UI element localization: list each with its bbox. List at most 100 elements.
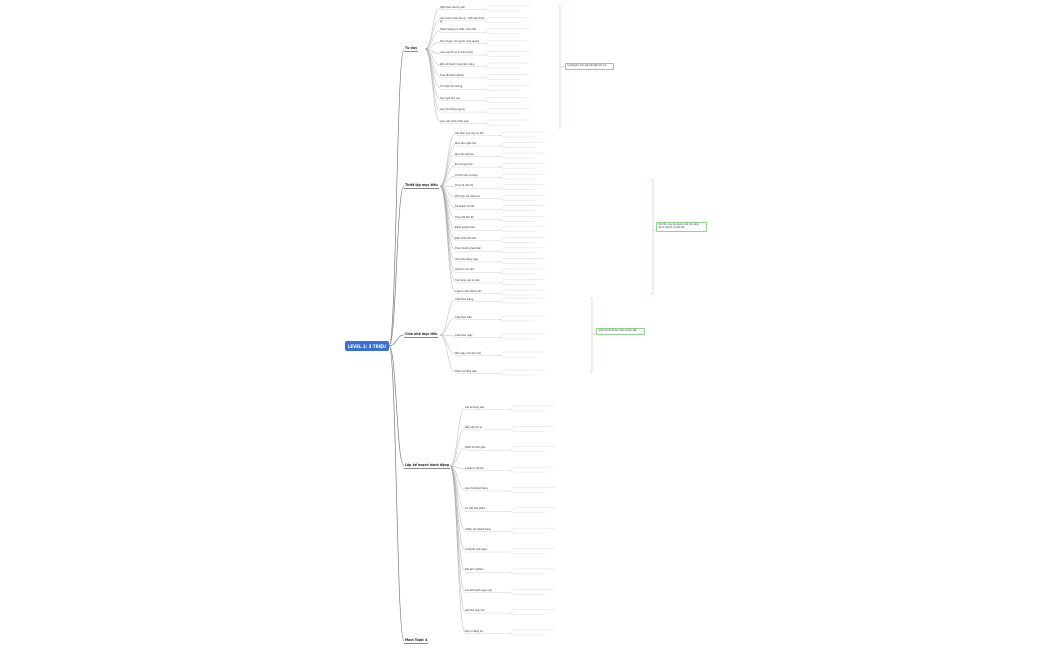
topic-node[interactable]: Trao đổi kinh nghiệm [440,73,465,77]
connector-line [483,89,491,91]
topic-node[interactable]: Lên kế hoạch ngày mai [465,588,492,592]
connector-line [508,511,516,513]
topic-node[interactable]: Khen thưởng bản thân [455,247,482,251]
note-box-2[interactable]: Ghi chú: mục tiêu phải cụ thể, đo lường … [656,222,707,232]
connector-line [498,156,506,159]
topic-node[interactable]: Khách hàng lớn nhất, nhỏ nhất [440,28,476,32]
branch-lap-ke-hoach[interactable]: Lập kế hoạch hành động [404,463,450,469]
branch-tu-duy[interactable]: Tư duy [404,46,419,52]
connector-line [449,465,466,572]
connector-line [483,20,491,23]
topic-node[interactable]: Chia theo ngày [455,333,473,337]
topic-node[interactable]: Chuẩn bị tài liệu [465,466,484,470]
connector-line [590,297,593,373]
connector-line [439,144,456,187]
connector-line [498,373,506,376]
topic-node[interactable]: Phù hợp với năng lực [455,194,481,198]
connector-line [439,175,456,187]
topic-node[interactable]: Kế hoạch chi tiết [455,205,475,209]
topic-node[interactable]: Chia theo tháng [455,297,474,301]
connector-line [424,30,441,50]
topic-node[interactable]: Nghĩ theo hướng nào [440,5,465,9]
topic-node[interactable]: Có thời hạn rõ ràng [455,173,478,177]
topic-node[interactable]: Duy trì động lực [465,629,484,633]
topic-node[interactable]: Phân bổ thời gian [465,446,486,450]
connector-line [483,9,491,12]
connector-line [439,299,456,336]
connector-line [483,32,491,34]
connector-line [498,177,506,180]
topic-node[interactable]: Mỗi ngày một việc nhỏ [455,351,481,355]
connector-line [483,54,491,57]
connector-line [424,48,441,123]
connector-line [650,179,654,295]
note-box-3[interactable]: Chia nhỏ để dễ thực hiện và theo dõi [596,328,645,335]
connector-line [439,133,456,187]
topic-node[interactable]: Xác định mục tiêu cụ thể [455,131,484,135]
root-topic[interactable]: LEVEL 2: 3 TRIỆU [345,341,389,351]
topic-node[interactable]: Thực tế, khả thi [455,184,474,188]
connector-line [388,345,405,467]
connector-line [388,48,405,347]
connector-line [483,100,491,103]
branch-thiet-lap-muc-tieu[interactable]: Thiết lập mục tiêu [404,183,439,189]
topic-node[interactable]: Chia sẻ mục tiêu [455,268,475,272]
topic-node[interactable]: Theo dõi tiến độ [455,215,474,219]
connector-line [424,48,441,77]
topic-node[interactable]: Nói chuyện với người xung quanh [440,39,480,43]
connector-line [498,188,506,190]
connector-line [388,345,405,642]
connector-line [508,551,516,554]
connector-line [424,7,441,50]
connector-line [449,465,466,633]
topic-node[interactable]: Chăm sóc khách hàng [465,527,491,531]
connector-line [498,272,506,275]
connector-line [508,429,516,432]
topic-node[interactable]: Tìm hiểu thị trường [440,85,463,89]
connector-line [558,5,561,129]
topic-node[interactable]: Rút kinh nghiệm [465,568,484,572]
topic-node[interactable]: Ghi chép hằng ngày [455,257,479,261]
topic-node[interactable]: Tập trung vào ưu tiên [455,278,480,282]
topic-node[interactable]: Mục tiêu dài hạn [455,152,475,156]
topic-node[interactable]: Chia theo tuần [455,315,472,319]
topic-node[interactable]: Liệt kê công việc [465,405,485,409]
connector-line [498,145,506,148]
topic-node[interactable]: Học hỏi không ngừng [440,108,465,112]
topic-node[interactable]: Tổng kết cuối ngày [465,548,487,552]
connector-line [498,282,506,285]
connector-line [449,428,466,467]
topic-node[interactable]: Đo lường được [455,163,473,167]
connector-line [508,470,516,473]
topic-node[interactable]: Điều chỉnh khi cần [455,236,477,240]
topic-node[interactable]: Sắp xếp thứ tự [465,425,483,429]
note-box-1[interactable]: Lời khuyên: luôn giữ tinh thần tích cực [565,63,614,70]
connector-line [498,219,506,222]
topic-node[interactable]: Làm sao để xử lý tình huống [440,51,473,55]
connector-line [449,465,466,551]
connector-line [449,407,466,467]
topic-node[interactable]: Liên hệ khách hàng [465,486,488,490]
connector-line [498,230,506,232]
topic-node[interactable]: Giữ thói quen tốt [465,609,485,613]
branch-main-topic-4[interactable]: Main Topic 4 [404,638,429,644]
connector-line [508,409,516,412]
connector-line [498,209,506,211]
topic-node[interactable]: Tư vấn sản phẩm [465,507,486,511]
branch-chia-nho-muc-tieu[interactable]: Chia nhỏ mục tiêu [404,332,439,338]
topic-node[interactable]: Giờ mình muốn làm gì, mình làm được gì [440,16,485,24]
topic-node[interactable]: Đánh giá kết quả [455,226,475,230]
connector-line [424,48,441,111]
topic-node[interactable]: Loại bỏ việc không cần [455,289,482,293]
connector-line [498,301,506,304]
topic-node[interactable]: Kiểm tra hằng tuần [455,369,477,373]
topic-node[interactable]: Đối với khách hàng tiềm năng [440,62,475,66]
connector-line [508,572,516,575]
topic-node[interactable]: Mục tiêu ngắn hạn [455,142,477,146]
topic-node[interactable]: Làm việc nhóm hiệu quả [440,119,469,123]
connector-line [508,592,516,595]
topic-node[interactable]: Suy nghĩ tích cực [440,96,461,100]
connector-line [424,42,441,50]
connector-line [498,337,506,340]
